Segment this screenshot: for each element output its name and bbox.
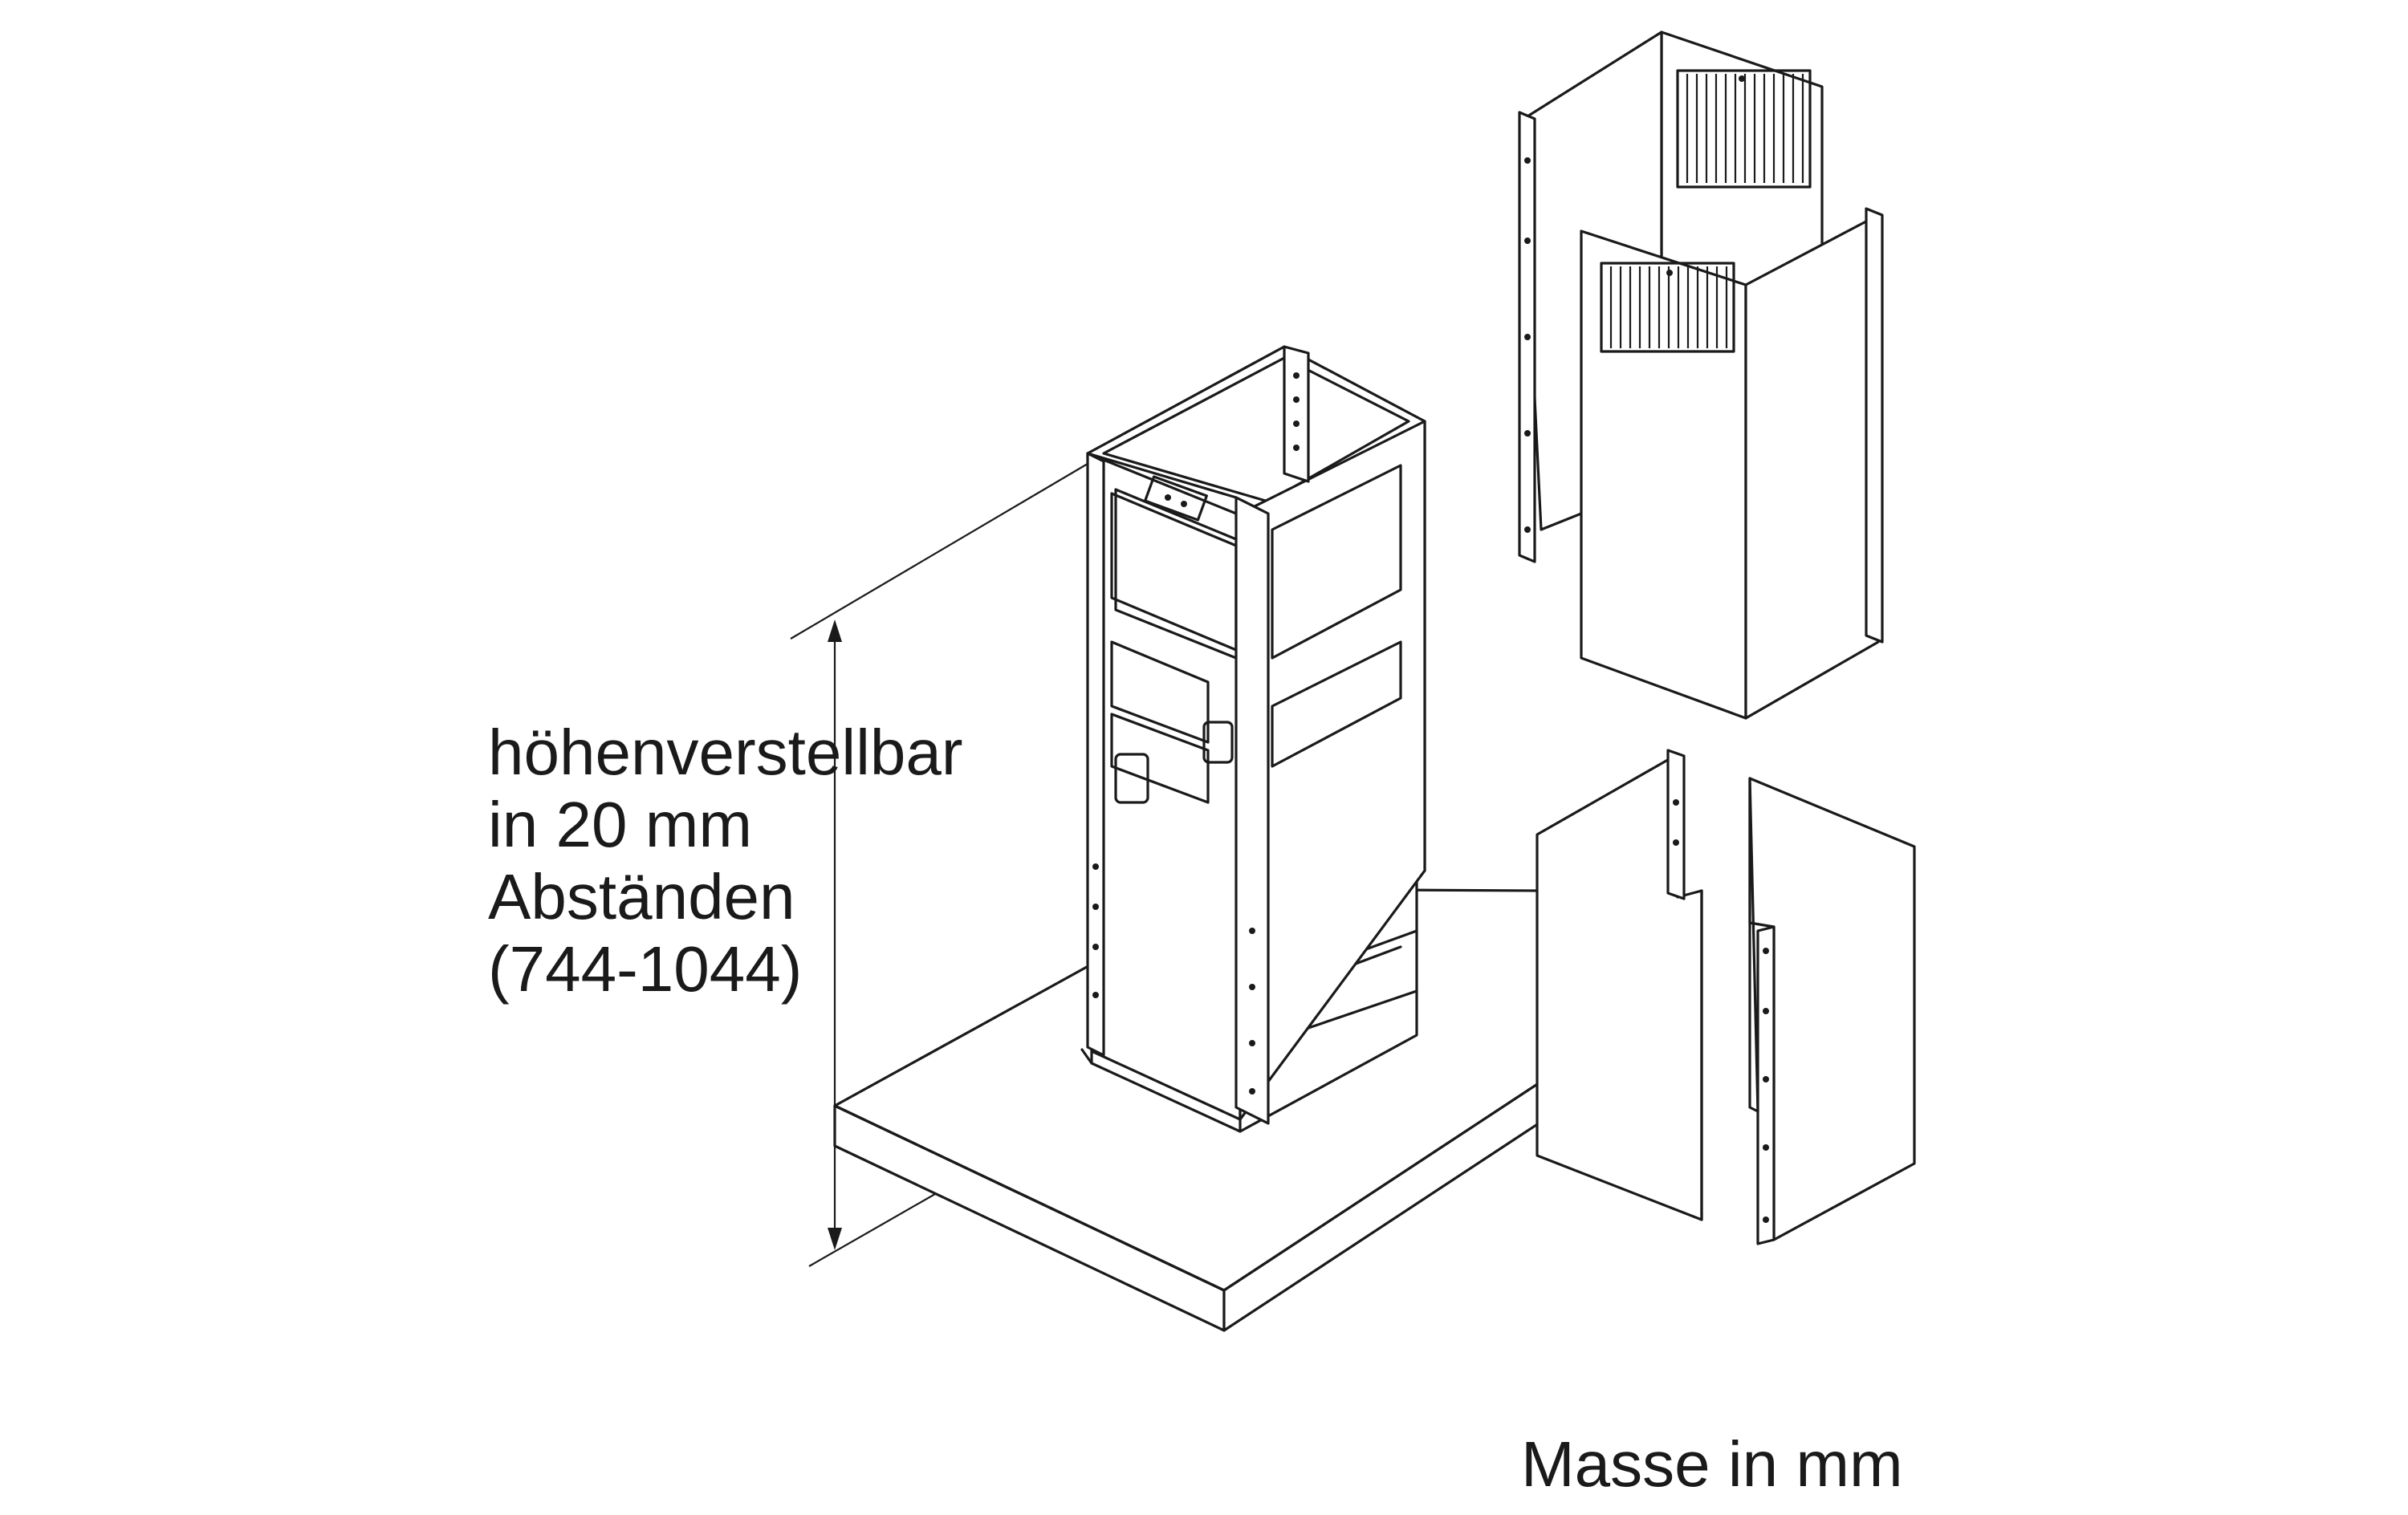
vent-slats-front xyxy=(1600,262,1735,353)
telescopic-frame xyxy=(1086,345,1426,1125)
lower-chimney-left xyxy=(1536,749,1703,1221)
height-adjustment-line-2: in 20 mm xyxy=(488,789,752,860)
height-adjustment-line-3: Abständen xyxy=(488,861,795,932)
height-adjustment-label: höhenverstellbar in 20 mm Abständen (744… xyxy=(488,717,962,1005)
vent-slats-back xyxy=(1676,69,1812,189)
height-adjustment-line-1: höhenverstellbar xyxy=(488,717,963,788)
height-adjustment-line-4: (744-1044) xyxy=(488,933,803,1005)
upper-chimney-front xyxy=(1580,207,1884,720)
lower-chimney-right xyxy=(1748,777,1916,1245)
units-note: Masse in mm xyxy=(1521,1428,1903,1500)
height-dimension xyxy=(790,461,1092,1267)
